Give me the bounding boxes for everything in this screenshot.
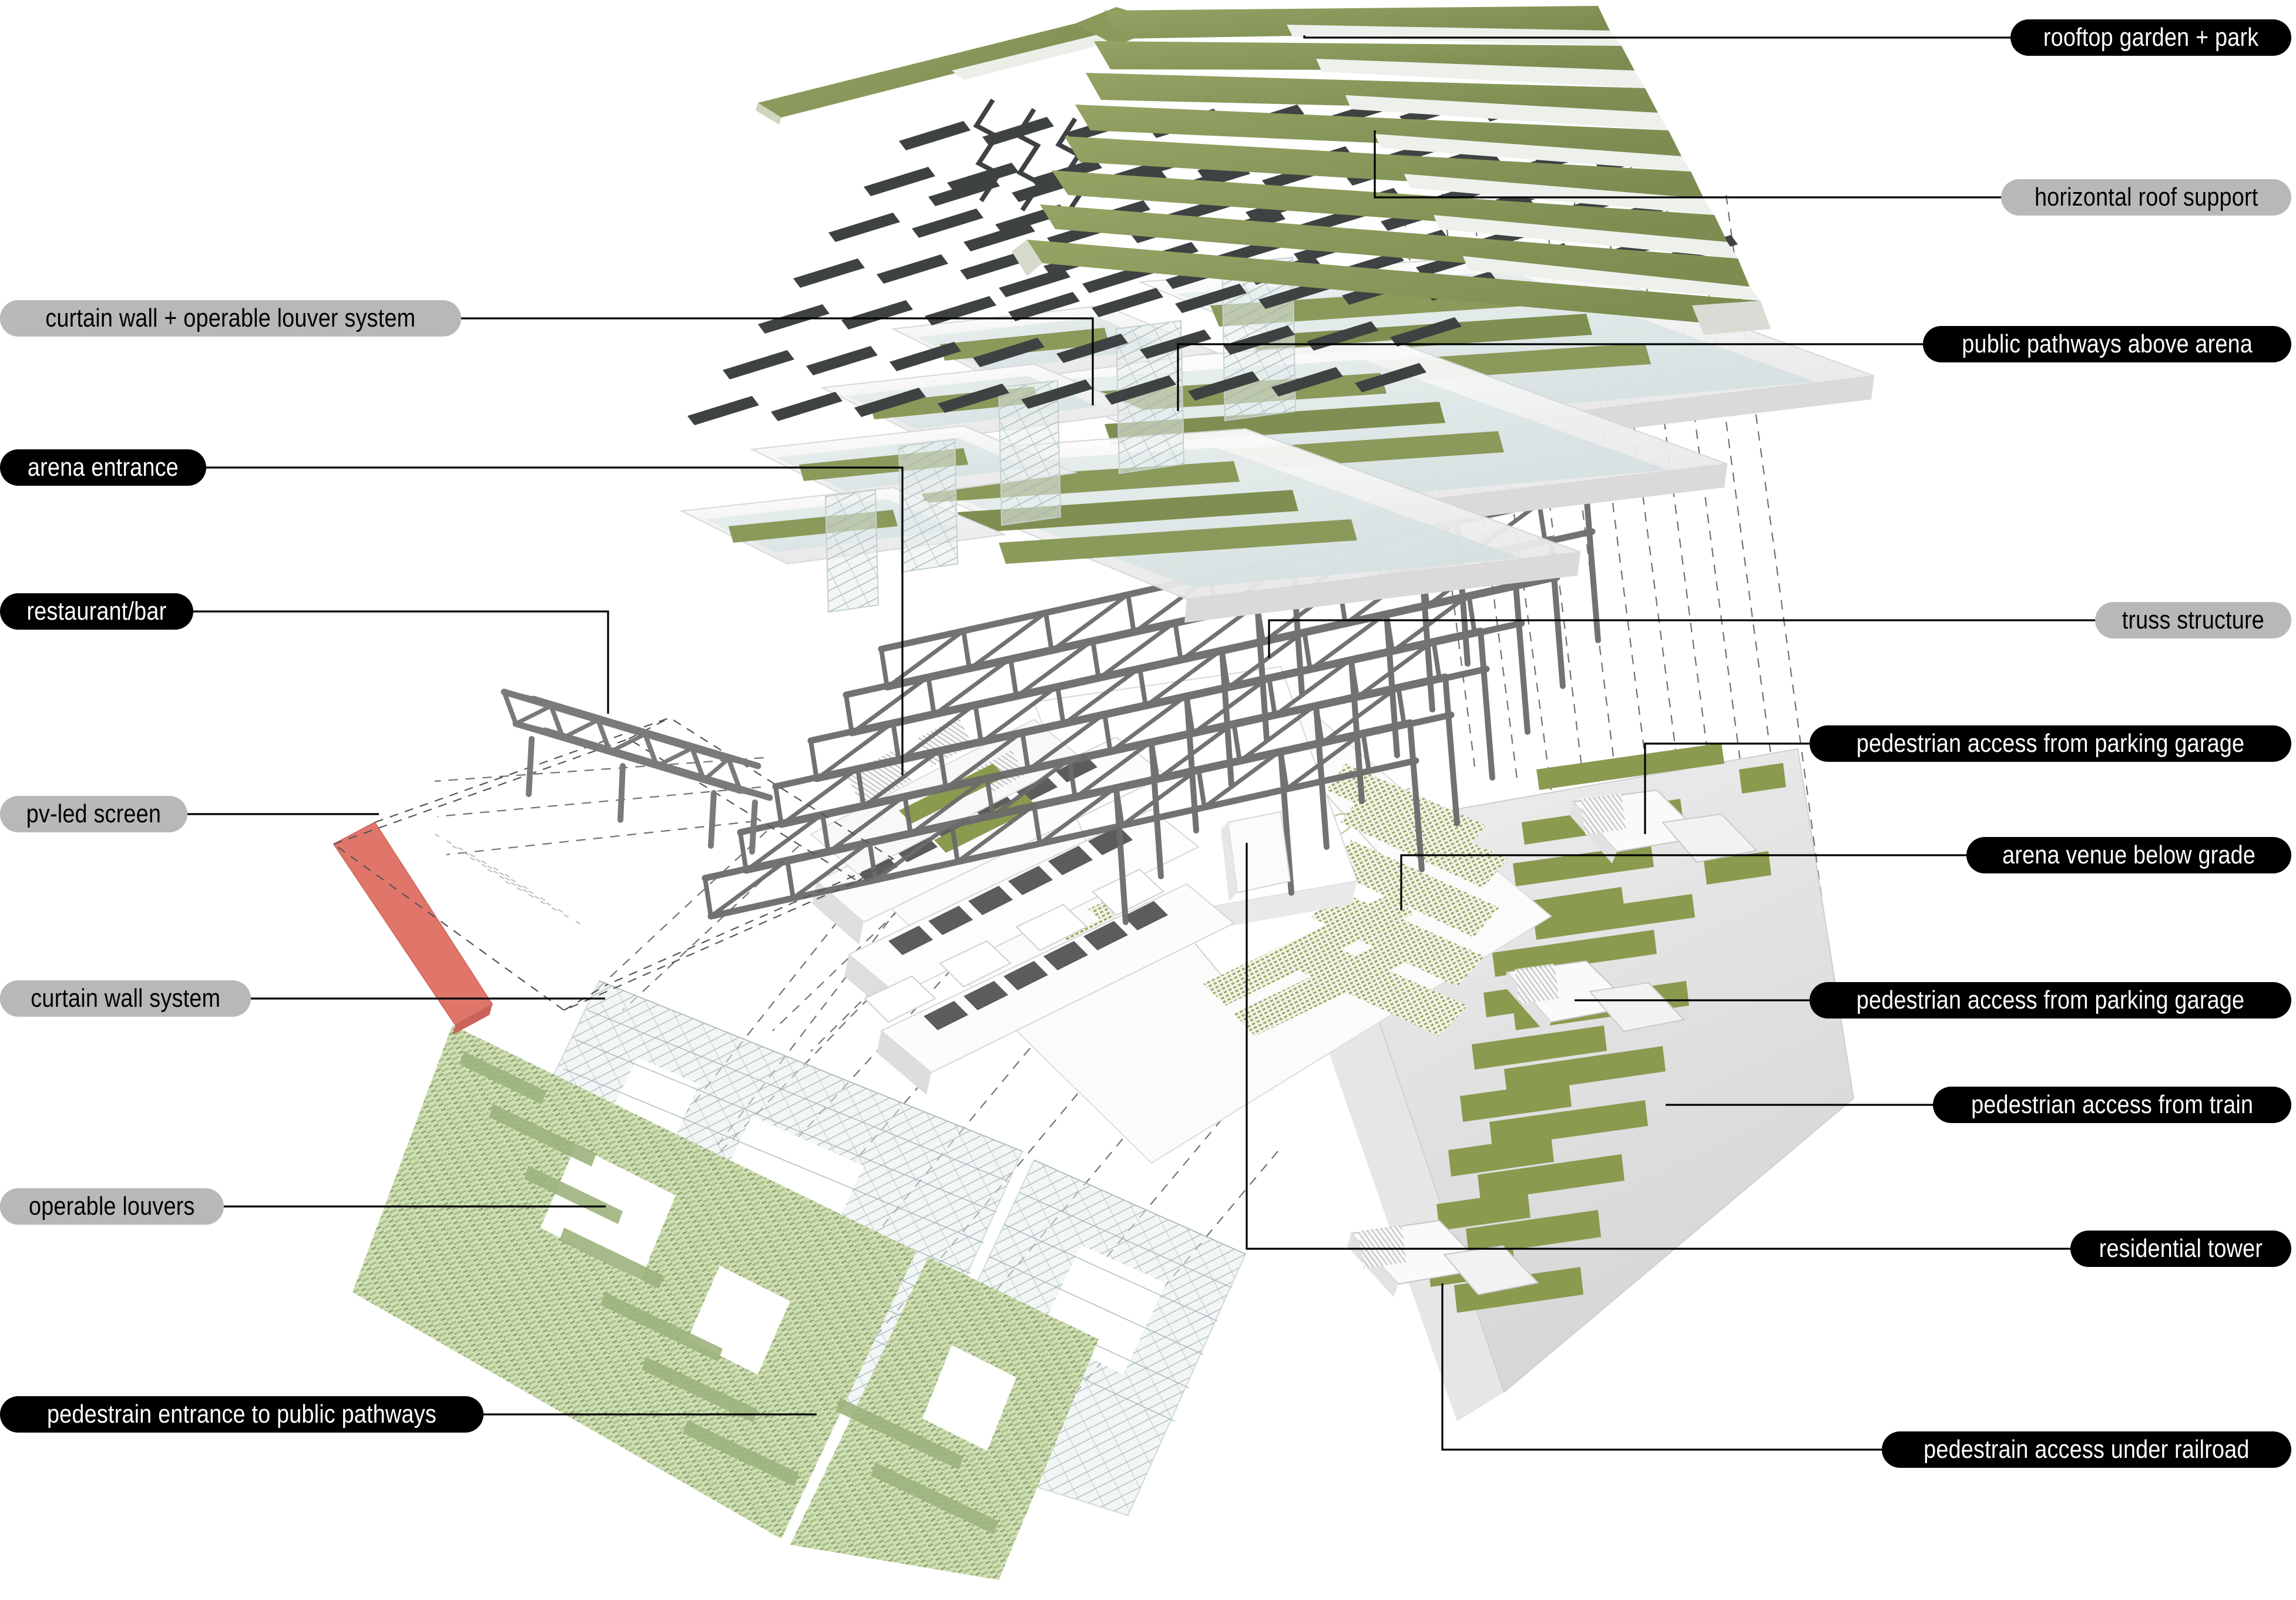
callout-label-text: restaurant/bar xyxy=(26,597,167,626)
callout-operable-louvers[interactable]: operable louvers xyxy=(0,1188,224,1225)
callout-label-text: pv-led screen xyxy=(26,799,162,828)
callout-label-text: pedestrian access from parking garage xyxy=(1856,729,2245,758)
callout-label-text: pedestrian access from train xyxy=(1971,1090,2253,1119)
callout-pedestrian-access-parking-1[interactable]: pedestrian access from parking garage xyxy=(1809,725,2291,762)
callout-pv-led-screen[interactable]: pv-led screen xyxy=(0,796,187,832)
callout-rooftop-garden-park[interactable]: rooftop garden + park xyxy=(2010,19,2291,56)
callout-arena-entrance[interactable]: arena entrance xyxy=(0,449,206,486)
callout-label-text: arena venue below grade xyxy=(2002,841,2255,869)
callout-label-text: horizontal roof support xyxy=(2034,183,2258,211)
callout-public-pathways-above-arena[interactable]: public pathways above arena xyxy=(1922,326,2291,362)
callout-label-text: arena entrance xyxy=(27,453,179,482)
operable-louvers xyxy=(353,1025,1099,1580)
callout-label-text: residential tower xyxy=(2099,1234,2263,1263)
callout-pedestrain-access-under-railroad[interactable]: pedestrain access under railroad xyxy=(1882,1431,2291,1468)
callout-label-text: pedestrain access under railroad xyxy=(1924,1435,2250,1464)
callout-residential-tower[interactable]: residential tower xyxy=(2070,1231,2291,1267)
callout-label-text: public pathways above arena xyxy=(1961,330,2253,358)
callout-label-text: pedestrian access from parking garage xyxy=(1856,986,2245,1014)
entry-truss xyxy=(501,688,773,855)
callout-arena-venue-below-grade[interactable]: arena venue below grade xyxy=(1966,837,2291,873)
callout-label-text: curtain wall + operable louver system xyxy=(45,304,416,332)
callout-label-text: rooftop garden + park xyxy=(2043,23,2259,52)
callout-pedestrian-access-parking-2[interactable]: pedestrian access from parking garage xyxy=(1809,982,2291,1019)
callout-label-text: pedestrain entrance to public pathways xyxy=(46,1400,437,1428)
callout-pedestrain-entrance-pathways[interactable]: pedestrain entrance to public pathways xyxy=(0,1396,484,1433)
callout-label-text: operable louvers xyxy=(28,1192,195,1221)
callout-label-text: truss structure xyxy=(2122,606,2265,634)
callout-horizontal-roof-support[interactable]: horizontal roof support xyxy=(2000,179,2291,216)
callout-curtain-wall-operable-louver[interactable]: curtain wall + operable louver system xyxy=(0,300,461,337)
callout-truss-structure[interactable]: truss structure xyxy=(2095,602,2291,638)
callout-curtain-wall-system[interactable]: curtain wall system xyxy=(0,980,251,1017)
callout-restaurant-bar[interactable]: restaurant/bar xyxy=(0,593,193,630)
callout-pedestrian-access-from-train[interactable]: pedestrian access from train xyxy=(1932,1087,2291,1123)
callout-label-text: curtain wall system xyxy=(31,984,221,1013)
